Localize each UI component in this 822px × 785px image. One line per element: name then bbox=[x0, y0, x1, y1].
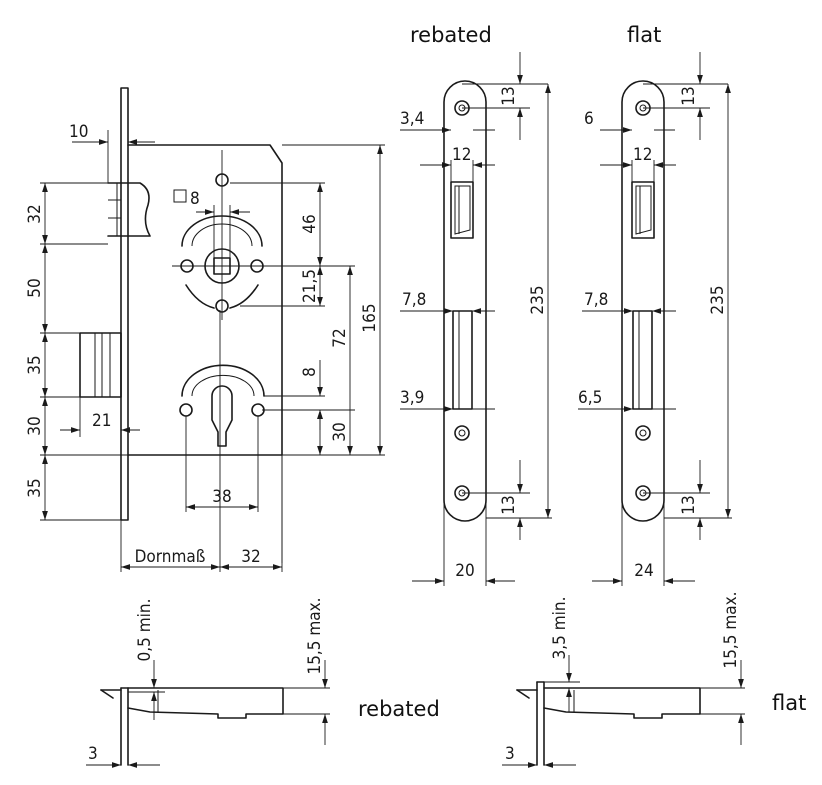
cylinder-cutout bbox=[211, 385, 233, 447]
dim-30-left: 30 bbox=[25, 416, 45, 435]
latch-opening bbox=[450, 181, 474, 239]
dim-21: 21 bbox=[92, 411, 111, 431]
dim-12: 12 bbox=[633, 145, 652, 165]
dim-3-5-min: 3,5 min. bbox=[550, 597, 570, 660]
dim-32: 32 bbox=[25, 204, 45, 223]
dim-6-5: 6,5 bbox=[578, 388, 602, 408]
dim-13-top: 13 bbox=[679, 86, 699, 105]
dim-32-bottom: 32 bbox=[241, 547, 260, 567]
dim-30-right: 30 bbox=[330, 422, 350, 441]
forend-plate bbox=[120, 87, 129, 521]
dim-13-bottom: 13 bbox=[499, 495, 519, 514]
dim-15-5-max: 15,5 max. bbox=[721, 591, 741, 668]
dim-165: 165 bbox=[360, 303, 380, 332]
dim-72: 72 bbox=[330, 328, 350, 347]
dim-10: 10 bbox=[69, 122, 88, 142]
dim-8: 8 bbox=[300, 367, 320, 377]
dim-backset: Dornmaß bbox=[135, 547, 206, 567]
rebated-side-view: 0,5 min. 15,5 max. 3 rebated bbox=[86, 597, 440, 768]
dim-13-bottom: 13 bbox=[679, 495, 699, 514]
bolt-opening bbox=[452, 310, 473, 410]
lock-body-front-view: 10 32 50 35 30 35 21 8 46 21,5 8 30 72 1… bbox=[25, 87, 385, 572]
dim-6: 6 bbox=[584, 109, 594, 129]
cylinder-section bbox=[179, 364, 265, 447]
flat-faceplate: flat bbox=[578, 23, 732, 586]
dim-3: 3 bbox=[505, 744, 515, 764]
dim-21-5: 21,5 bbox=[300, 269, 320, 303]
dim-0-5-min: 0,5 min. bbox=[135, 599, 155, 662]
dim-235: 235 bbox=[528, 285, 548, 314]
label-flat-top: flat bbox=[627, 23, 661, 47]
dim-50: 50 bbox=[25, 278, 45, 297]
flat-side-view: 3,5 min. 15,5 max. 3 flat bbox=[502, 591, 806, 768]
label-rebated-top: rebated bbox=[410, 23, 492, 47]
side-profile bbox=[543, 687, 701, 719]
label-flat-bottom: flat bbox=[772, 691, 806, 715]
dim-35-deadbolt: 35 bbox=[25, 355, 45, 374]
bolt-opening bbox=[632, 310, 653, 410]
dim-24: 24 bbox=[634, 561, 653, 581]
dim-35-bottom: 35 bbox=[25, 478, 45, 497]
dim-20: 20 bbox=[455, 561, 474, 581]
handle-follower bbox=[172, 150, 272, 320]
square-symbol bbox=[173, 189, 187, 203]
dim-13-top: 13 bbox=[499, 86, 519, 105]
dead-bolt bbox=[79, 332, 122, 398]
rebated-faceplate: rebated bbox=[400, 23, 552, 586]
latch-opening bbox=[631, 181, 655, 239]
dim-7-8: 7,8 bbox=[584, 290, 608, 310]
dim-8-square: 8 bbox=[190, 189, 200, 209]
dim-7-8: 7,8 bbox=[402, 290, 426, 310]
dim-38: 38 bbox=[212, 487, 231, 507]
dim-12: 12 bbox=[452, 145, 471, 165]
lock-case bbox=[127, 144, 283, 456]
dim-15-5-max: 15,5 max. bbox=[305, 597, 325, 674]
latch-bolt bbox=[107, 182, 151, 237]
dim-3-4: 3,4 bbox=[400, 109, 424, 129]
dim-3-9: 3,9 bbox=[400, 388, 424, 408]
side-profile bbox=[127, 687, 284, 719]
dim-46: 46 bbox=[300, 214, 320, 233]
dim-3: 3 bbox=[88, 744, 98, 764]
label-rebated-bottom: rebated bbox=[358, 697, 440, 721]
dim-235: 235 bbox=[708, 285, 728, 314]
